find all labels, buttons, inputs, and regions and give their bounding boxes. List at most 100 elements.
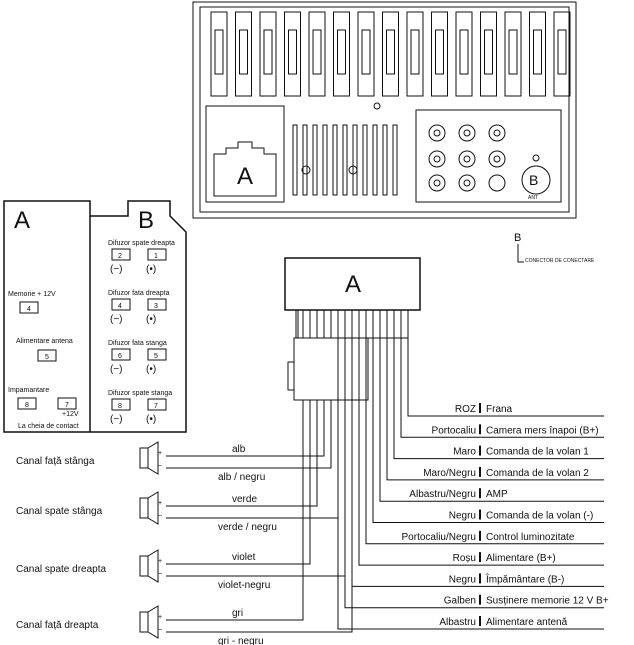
pin-b-label: Difuzor fata stanga bbox=[108, 340, 167, 347]
wire-color-label: Albastru bbox=[439, 617, 476, 628]
rca-jack bbox=[428, 174, 446, 192]
speaker-plus: + bbox=[158, 450, 162, 457]
pin-b-neg-symbol: (−) bbox=[110, 264, 123, 275]
pin-b-pos-symbol: (•) bbox=[146, 314, 156, 325]
fin bbox=[235, 11, 252, 97]
wire-function-label: Împământare (B-) bbox=[485, 572, 564, 585]
speaker-plus: + bbox=[158, 614, 162, 621]
vent-slot bbox=[312, 124, 318, 196]
pin-a-box bbox=[57, 397, 77, 410]
fin bbox=[406, 11, 424, 97]
speaker-icon bbox=[139, 447, 149, 469]
wire-color-label: Portocaliu/Negru bbox=[402, 532, 476, 543]
pin-b-neg-number: 4 bbox=[118, 303, 122, 310]
pin-b-pos-box bbox=[147, 248, 167, 261]
wire-line bbox=[344, 338, 604, 609]
wire-color-label: Roșu bbox=[453, 553, 476, 564]
pin-a-number: 4 bbox=[27, 306, 31, 313]
wire-color-label: ROZ bbox=[455, 404, 476, 415]
rca-jacks bbox=[428, 124, 506, 192]
pin-b-label: Difuzor spate stanga bbox=[108, 390, 172, 397]
pin-b-neg-box bbox=[111, 248, 131, 261]
head-unit-rear: A B ANT bbox=[192, 1, 577, 219]
speaker-icon bbox=[139, 555, 149, 577]
fin bbox=[455, 11, 473, 97]
speaker-neg-wire-label: alb / negru bbox=[218, 472, 265, 483]
vent-slots bbox=[292, 124, 398, 196]
fin bbox=[504, 11, 522, 97]
pin-b-pos-number: 7 bbox=[154, 403, 158, 410]
vent-slot bbox=[322, 124, 328, 196]
fin bbox=[284, 11, 301, 97]
wire-function-label: Camera mers înapoi (B+) bbox=[486, 425, 599, 436]
wire-color-label: Albastru/Negru bbox=[409, 489, 476, 500]
connector-a-bay bbox=[205, 105, 285, 203]
pin-a-label: Memorie + 12V bbox=[8, 291, 56, 298]
speaker-neg-wire bbox=[166, 400, 346, 577]
fin bbox=[210, 11, 228, 97]
wire-line bbox=[386, 338, 604, 481]
pin-a-number: 7 bbox=[65, 402, 69, 409]
speaker-minus: − bbox=[158, 513, 162, 520]
rca-jack bbox=[458, 150, 476, 168]
pin-a-box bbox=[17, 397, 37, 410]
fin bbox=[431, 11, 448, 97]
vent-slot bbox=[382, 124, 388, 196]
pin-b-neg-number: 8 bbox=[118, 403, 122, 410]
antenna-label: ANT bbox=[528, 195, 538, 201]
speaker-channel-label: Canal față stânga bbox=[16, 456, 95, 467]
wire-line bbox=[379, 338, 604, 502]
wire-line bbox=[358, 338, 604, 566]
rca-jack bbox=[488, 150, 506, 168]
fin bbox=[357, 11, 375, 97]
speaker-plus: + bbox=[158, 500, 162, 507]
heatsink-fins bbox=[210, 11, 571, 97]
fin bbox=[333, 11, 350, 97]
wire-function-label: AMP bbox=[486, 489, 508, 500]
wire-line bbox=[393, 338, 604, 460]
speaker-neg-wire-label: violet-negru bbox=[218, 580, 270, 591]
wire-color-label: Maro/Negru bbox=[423, 468, 476, 479]
speaker-neg-wire-label: verde / negru bbox=[218, 522, 277, 533]
fin bbox=[529, 11, 546, 97]
speaker-neg-wire-label: gri - negru bbox=[218, 636, 264, 645]
speaker-minus: − bbox=[158, 571, 162, 578]
wire-function-label: Frana bbox=[486, 404, 513, 415]
speaker-pos-wire bbox=[166, 400, 325, 457]
speaker-minus: − bbox=[158, 627, 162, 634]
pinout-a-footer: La cheia de contact bbox=[18, 423, 79, 430]
pin-b-label: Difuzor spate dreapta bbox=[108, 240, 175, 247]
wire-function-label: Alimentare antenă bbox=[486, 617, 568, 628]
vent-slot bbox=[302, 124, 308, 196]
vent-slot bbox=[372, 124, 378, 196]
rca-panel bbox=[415, 109, 562, 203]
fin bbox=[480, 11, 497, 97]
wire-color-label: Negru bbox=[449, 574, 476, 585]
harness-connector: A bbox=[284, 257, 421, 401]
rca-jack bbox=[488, 124, 506, 142]
connector-b-letter: B bbox=[529, 172, 538, 188]
speaker-pos-wire-label: gri bbox=[232, 608, 243, 619]
fin bbox=[259, 11, 277, 97]
wire-color-label: Negru bbox=[449, 511, 476, 522]
pin-b-neg-box bbox=[111, 298, 131, 311]
vent-slot bbox=[362, 124, 368, 196]
wire-function-label: Comanda de la volan 1 bbox=[486, 447, 589, 458]
wire-line bbox=[337, 338, 604, 630]
wire-color-label: Galben bbox=[444, 596, 476, 607]
pin-b-neg-number: 2 bbox=[118, 253, 122, 260]
vent-slot bbox=[392, 124, 398, 196]
pin-a-box bbox=[37, 349, 57, 362]
pin-a-box bbox=[19, 301, 39, 314]
speaker-channel-label: Canal spate dreapta bbox=[16, 564, 107, 575]
pin-b-neg-box bbox=[111, 348, 131, 361]
rca-jack bbox=[458, 174, 476, 192]
speaker-minus: − bbox=[158, 463, 162, 470]
speaker-icon bbox=[139, 611, 149, 633]
pin-b-pos-symbol: (•) bbox=[146, 264, 156, 275]
